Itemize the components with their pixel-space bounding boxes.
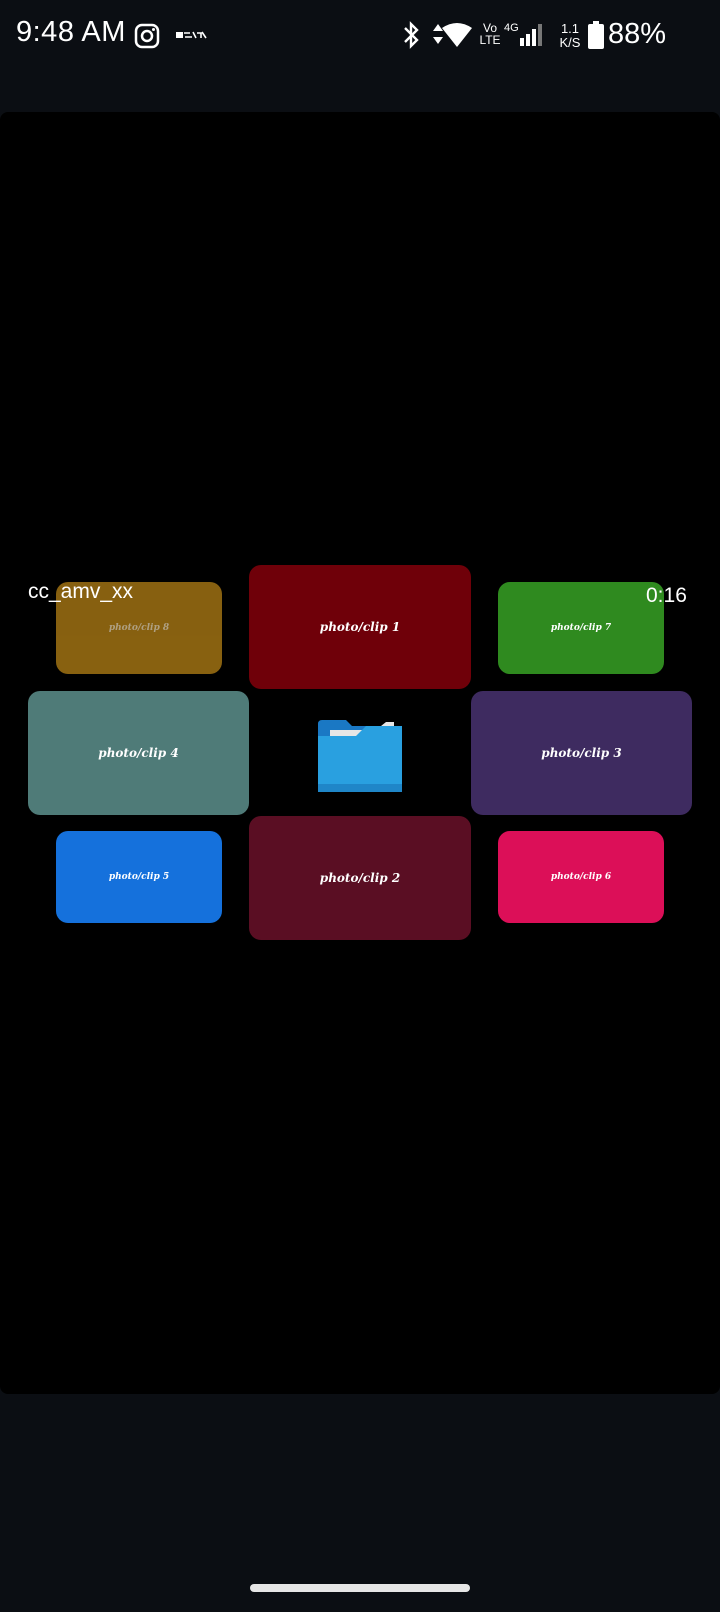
status-bar: 9:48 AM Vo LTE 4G [0, 0, 720, 72]
clip-label-1: photo/clip 1 [319, 620, 401, 634]
clip-label-8: photo/clip 8 [108, 623, 170, 633]
wifi-icon [442, 23, 472, 47]
status-time: 9:48 AM [16, 16, 126, 48]
carrier-logo-icon [176, 31, 207, 39]
clip-tile-1: photo/clip 1 [249, 565, 471, 689]
battery-icon [588, 21, 604, 49]
clip-tile-4: photo/clip 4 [28, 691, 249, 815]
folder-icon [318, 720, 402, 792]
volte-top: Vo [482, 21, 497, 35]
video-title: cc_amv_xx [28, 580, 134, 603]
volte-indicator: Vo LTE [478, 22, 502, 46]
signal-icon [520, 24, 542, 46]
clip-tile-8: photo/clip 8 [56, 582, 222, 674]
network-speed: 1.1 K/S [556, 22, 584, 50]
video-duration: 0:16 [646, 584, 687, 607]
clip-label-4: photo/clip 4 [98, 746, 179, 760]
data-arrows-icon [433, 24, 443, 44]
speed-unit: K/S [559, 35, 581, 50]
volte-bottom: LTE [479, 33, 501, 47]
clip-tile-3: photo/clip 3 [471, 691, 692, 815]
network-type: 4G [504, 22, 519, 34]
battery-percent: 88% [608, 18, 667, 50]
clip-label-6: photo/clip 6 [550, 872, 612, 882]
clip-label-3: photo/clip 3 [541, 746, 622, 760]
instagram-icon [134, 23, 160, 49]
clip-tile-2: photo/clip 2 [249, 816, 471, 940]
clip-label-7: photo/clip 7 [550, 623, 612, 633]
bluetooth-icon [404, 21, 419, 49]
clip-tile-5: photo/clip 5 [56, 831, 222, 923]
clip-label-2: photo/clip 2 [319, 871, 401, 885]
clip-tile-7: photo/clip 7 [498, 582, 664, 674]
speed-value: 1.1 [560, 21, 580, 36]
gesture-nav-bar[interactable] [250, 1584, 470, 1592]
clip-tile-6: photo/clip 6 [498, 831, 664, 923]
clip-label-5: photo/clip 5 [108, 872, 170, 882]
